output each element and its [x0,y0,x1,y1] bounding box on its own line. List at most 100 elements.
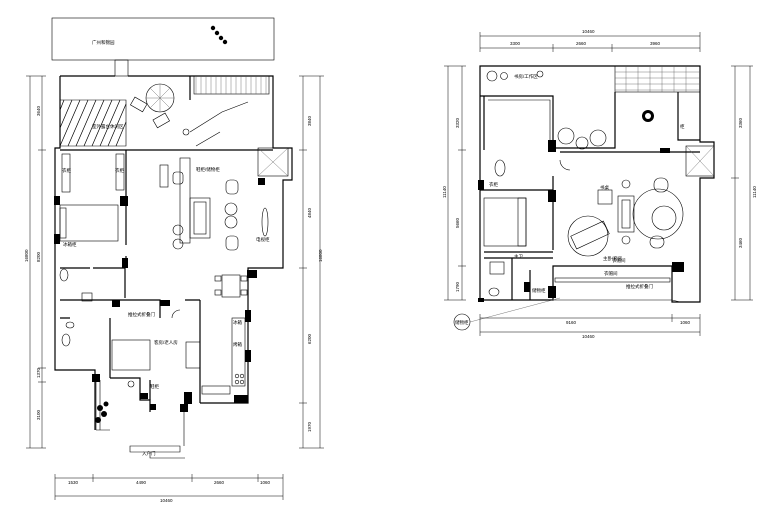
svg-text:10460: 10460 [582,29,595,34]
wardrobe-label: 衣柜 [489,181,498,188]
upper-dims-left: 3320 5660 1790 11140 [442,65,466,301]
svg-text:3960: 3960 [650,41,661,46]
kitchen-sink [201,385,231,395]
bath-label: 主卫 [514,253,523,259]
round-rug-icon [632,188,684,240]
refrigerator-label: 冰箱 [233,319,242,326]
bath-sink [489,261,505,275]
ground-dims-left: 3640 8200 1370 3100 16800 [24,75,46,449]
storage-label: 储物柜 [532,287,546,294]
svg-text:1060: 1060 [260,480,271,485]
shaft-box-upper [685,145,715,177]
svg-text:2660: 2660 [214,480,225,485]
svg-text:4840: 4840 [307,207,312,218]
planter-icon [486,70,544,82]
wardrobe-mid [115,153,125,191]
shaft-box [257,147,289,177]
door-swing-upper [559,159,571,171]
coffee-table-icon [172,202,238,250]
stair-grid-icon [614,65,701,93]
svg-text:16800: 16800 [24,249,29,262]
sliding-door-upper-label: 推拉式折叠门 [626,283,653,290]
lamp-lower-icon [621,235,631,245]
svg-text:16800: 16800 [318,249,323,262]
shoe-storage-label: 鞋柜/储物柜 [196,166,220,173]
tree-icon [210,25,228,45]
callout-label: 储物柜 [455,319,469,326]
plant-icon [182,128,190,136]
svg-text:3100: 3100 [36,409,41,420]
chaise-icon [570,220,610,250]
closet-bottom-label: 衣帽间 [604,270,618,277]
svg-text:3320: 3320 [455,117,460,128]
upper-dims-right: 3360 3460 11140 [731,65,757,301]
svg-text:1370: 1370 [36,367,41,378]
shoe-cabinet-label: 鞋柜 [150,383,159,390]
toilet-icon [59,268,71,347]
door-swing [171,309,181,319]
side-cabinet [159,164,169,188]
guest-bedroom-label: 客房/老人房 [154,339,178,346]
upper-dims-top: 10460 3300 2660 3960 [479,29,701,52]
svg-text:1530: 1530 [68,480,79,485]
desk-label: 书桌 [600,184,609,191]
sink-icon [65,292,93,329]
armchair-upper-icon [653,177,669,193]
desk-icon [597,189,613,205]
lounge-chair-icon [130,96,170,129]
ground-dims-right: 3840 4840 6200 1970 16800 [299,75,324,449]
svg-text:5660: 5660 [455,217,460,228]
armchair-icon [172,171,239,251]
svg-text:11140: 11140 [752,186,757,198]
svg-text:3360: 3360 [738,117,743,128]
svg-text:3640: 3640 [36,105,41,116]
svg-text:3300: 3300 [510,41,521,46]
tv-cabinet-label: 电视柜 [256,236,270,243]
wardrobe-left-label: 衣柜 [62,167,71,174]
svg-text:10460: 10460 [160,498,173,503]
svg-text:10460: 10460 [582,334,595,339]
svg-text:1060: 1060 [680,320,691,325]
svg-text:3840: 3840 [307,115,312,126]
reading-label: 书房/工作区 [514,73,538,80]
armchair-icon [494,159,506,177]
lamp-icon [621,179,631,189]
terrace-hatch [59,99,127,147]
svg-text:8200: 8200 [36,251,41,262]
oven-label: 烤箱 [233,341,242,348]
upper-columns [478,140,684,302]
tv-unit [261,207,269,237]
wardrobe-mid-label: 衣柜 [115,167,124,174]
sofa-upper-icon [617,195,635,233]
plant-icon [642,110,654,122]
cabinet-label: 柜 [680,123,685,130]
master-bed-label: 主卧/套房 [603,255,623,262]
svg-text:1790: 1790 [455,281,460,292]
upper-floor-plan: 书房/工作区 柜 衣柜 [442,29,757,339]
ground-dims-bottom: 1530 4490 2660 1060 10460 [54,474,284,503]
cooktop-icon [234,373,245,385]
umbrella-icon [145,83,175,113]
entrance-step [129,445,185,459]
svg-text:11140: 11140 [442,186,447,198]
sliding-door-label: 推拉式折叠门 [128,311,155,318]
ground-floor-plan: 广州和锦园 室外露台休闲区 [24,17,324,503]
svg-text:6200: 6200 [307,333,312,344]
closet-label: 衣帽间 [612,257,626,264]
svg-text:9160: 9160 [566,320,577,325]
stairs-icon [193,75,270,95]
sliding-door-upper [554,277,671,283]
guest-bed-icon [111,339,151,371]
entrance-label: 入户门 [142,450,156,457]
terrace-label: 室外露台休闲区 [92,123,124,130]
bed-icon [59,204,119,242]
dining-table-icon [214,274,248,298]
svg-text:4490: 4490 [136,480,147,485]
sofa-icon [189,197,211,239]
svg-text:2660: 2660 [576,41,587,46]
structural-columns [54,178,265,412]
fridge-cabinet-label: 冰箱柜 [63,241,77,248]
kitchen-island [185,341,201,369]
svg-text:3460: 3460 [738,237,743,248]
